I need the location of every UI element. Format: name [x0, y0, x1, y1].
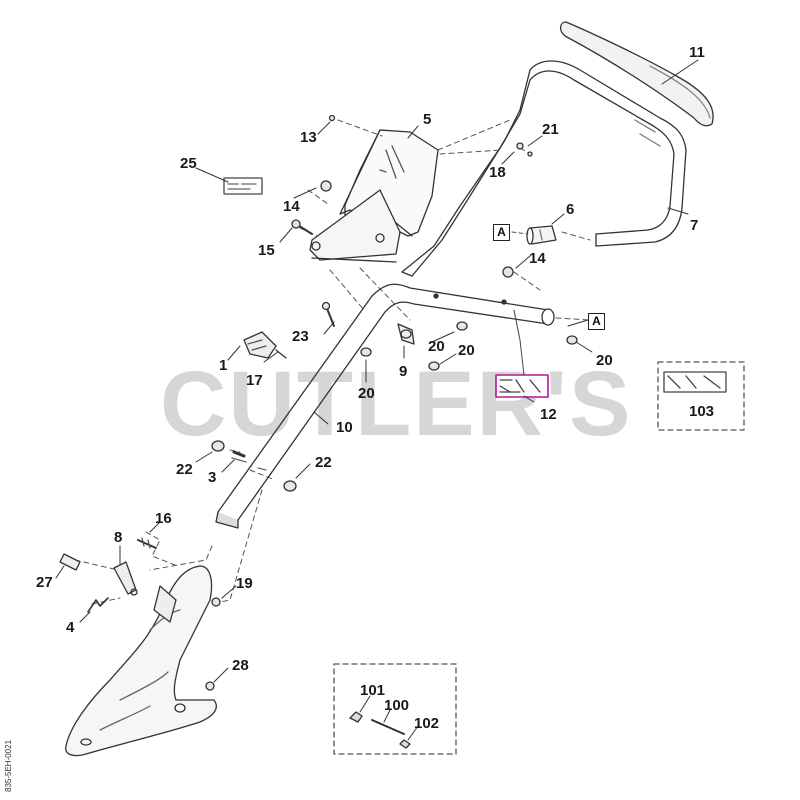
callout-20-d: 20: [358, 385, 375, 402]
callout-1: 1: [219, 357, 228, 374]
callout-3: 3: [208, 469, 217, 486]
callout-20-b: 20: [458, 342, 475, 359]
callout-9: 9: [399, 363, 408, 380]
callout-23: 23: [292, 328, 309, 345]
callout-5: 5: [423, 111, 432, 128]
lower-housing: [65, 565, 217, 757]
callout-16: 16: [155, 510, 172, 527]
callout-22-left: 22: [176, 461, 193, 478]
part-16-pin: [137, 537, 157, 549]
callout-28: 28: [232, 657, 249, 674]
part-27-bolt: [59, 553, 81, 571]
part-12-decal: [495, 309, 549, 398]
callout-4: 4: [66, 619, 75, 636]
callout-19: 19: [236, 575, 253, 592]
part-4-spring: [87, 597, 109, 613]
callout-14-lower: 14: [529, 250, 546, 267]
hardware: [205, 114, 578, 691]
callout-102: 102: [414, 715, 440, 732]
callout-12: 12: [540, 406, 557, 423]
callout-103: 103: [689, 403, 715, 420]
part-9-lever: [397, 323, 415, 345]
callout-11: 11: [689, 44, 705, 61]
part-100-group: [333, 663, 457, 755]
callout-18: 18: [489, 164, 506, 181]
part-11-grip: [559, 21, 714, 127]
callout-7: 7: [690, 217, 699, 234]
callout-10: 10: [336, 419, 353, 436]
callout-100: 100: [384, 697, 410, 714]
callout-8: 8: [114, 529, 123, 546]
part-25-decal: [223, 177, 263, 195]
callout-21: 21: [542, 121, 559, 138]
part-5-cover: [309, 129, 439, 263]
callout-15: 15: [258, 242, 275, 259]
part-103-group: [657, 361, 745, 431]
ref-box-a-upper: A: [493, 224, 510, 241]
callout-25: 25: [180, 155, 197, 172]
document-code: 835-5EH-0021: [4, 739, 13, 792]
part-7-upper-handle: [401, 60, 687, 277]
part-10-lower-handle: [215, 283, 555, 529]
callout-6: 6: [566, 201, 575, 218]
part-6-connector: [526, 225, 557, 245]
callout-22-right: 22: [315, 454, 332, 471]
callout-20-a: 20: [428, 338, 445, 355]
part-1-clamp: [243, 331, 287, 359]
callout-27: 27: [36, 574, 53, 591]
callout-14-upper: 14: [283, 198, 300, 215]
callout-17: 17: [246, 372, 263, 389]
callout-20-c: 20: [596, 352, 613, 369]
callout-13: 13: [300, 129, 317, 146]
ref-box-a-lower: A: [588, 313, 605, 330]
part-8-link: [113, 561, 138, 596]
callout-101: 101: [360, 682, 386, 699]
